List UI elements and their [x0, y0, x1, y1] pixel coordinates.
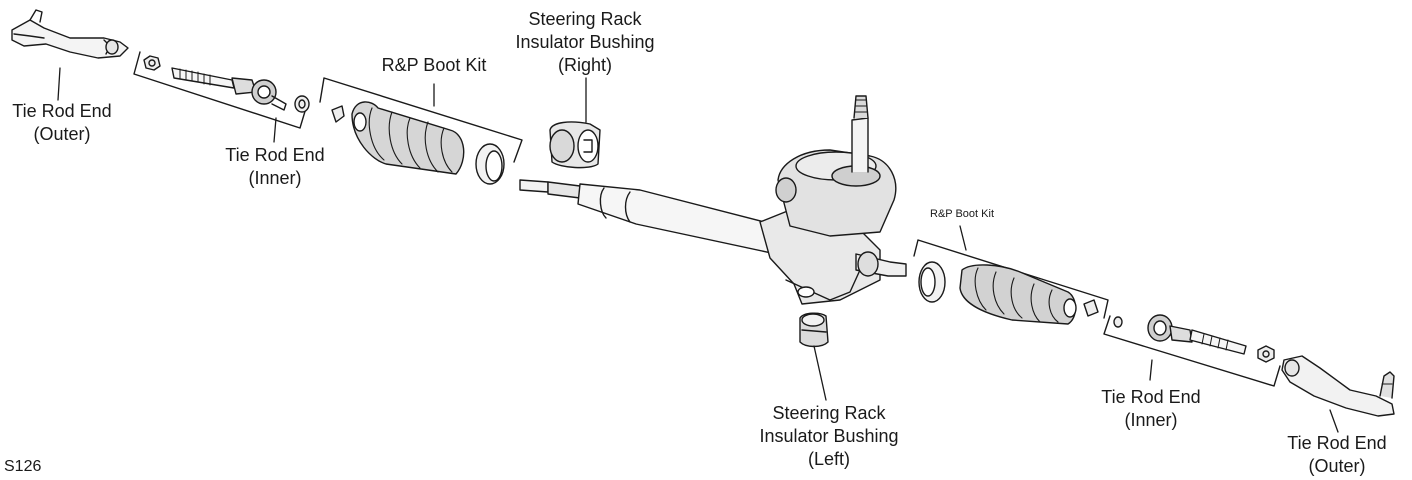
- label-steering-rack-bushing-left: Steering Rack Insulator Bushing (Left): [744, 402, 914, 471]
- label-line: (Left): [807, 449, 850, 469]
- figure-id: S126: [4, 458, 42, 475]
- label-line: R&P Boot Kit: [930, 208, 994, 220]
- leader-lines: [57, 67, 1339, 433]
- label-line: Tie Rod End: [1287, 433, 1387, 453]
- label-steering-rack-bushing-right: Steering Rack Insulator Bushing (Right): [500, 8, 670, 77]
- right-outer-tie-rod-end-part: [1281, 355, 1395, 417]
- right-inner-tie-rod-part: [1103, 314, 1281, 387]
- right-insulator-bushing-part: [549, 121, 601, 169]
- label-line: (Outer): [1308, 456, 1366, 476]
- label-tie-rod-end-outer-left: Tie Rod End (Outer): [2, 100, 122, 146]
- label-line: (Outer): [33, 124, 91, 144]
- label-line: Tie Rod End: [225, 145, 325, 165]
- left-insulator-bushing-part: [799, 312, 829, 348]
- label-line: Tie Rod End: [12, 101, 112, 121]
- steering-rack-housing-part: [519, 95, 907, 305]
- right-boot-kit-part: [913, 239, 1109, 325]
- label-tie-rod-end-outer-right: Tie Rod End (Outer): [1272, 432, 1402, 478]
- label-line: Insulator Bushing: [515, 32, 655, 52]
- label-line: Steering Rack: [772, 403, 886, 423]
- label-line: Insulator Bushing: [759, 426, 899, 446]
- left-inner-tie-rod-part: [133, 51, 310, 129]
- label-line: (Inner): [1124, 410, 1178, 430]
- label-tie-rod-end-inner-left: Tie Rod End (Inner): [210, 144, 340, 190]
- label-line: (Inner): [248, 168, 302, 188]
- label-line: Tie Rod End: [1101, 387, 1201, 407]
- label-tie-rod-end-inner-right: Tie Rod End (Inner): [1086, 386, 1216, 432]
- label-line: Steering Rack: [528, 9, 642, 29]
- label-line: (Right): [557, 55, 612, 75]
- left-outer-tie-rod-end-part: [11, 9, 129, 59]
- label-rp-boot-kit-right: R&P Boot Kit: [912, 208, 1012, 221]
- label-rp-boot-kit-left: R&P Boot Kit: [364, 54, 504, 77]
- label-line: R&P Boot Kit: [381, 55, 487, 75]
- left-boot-kit-part: [319, 77, 523, 185]
